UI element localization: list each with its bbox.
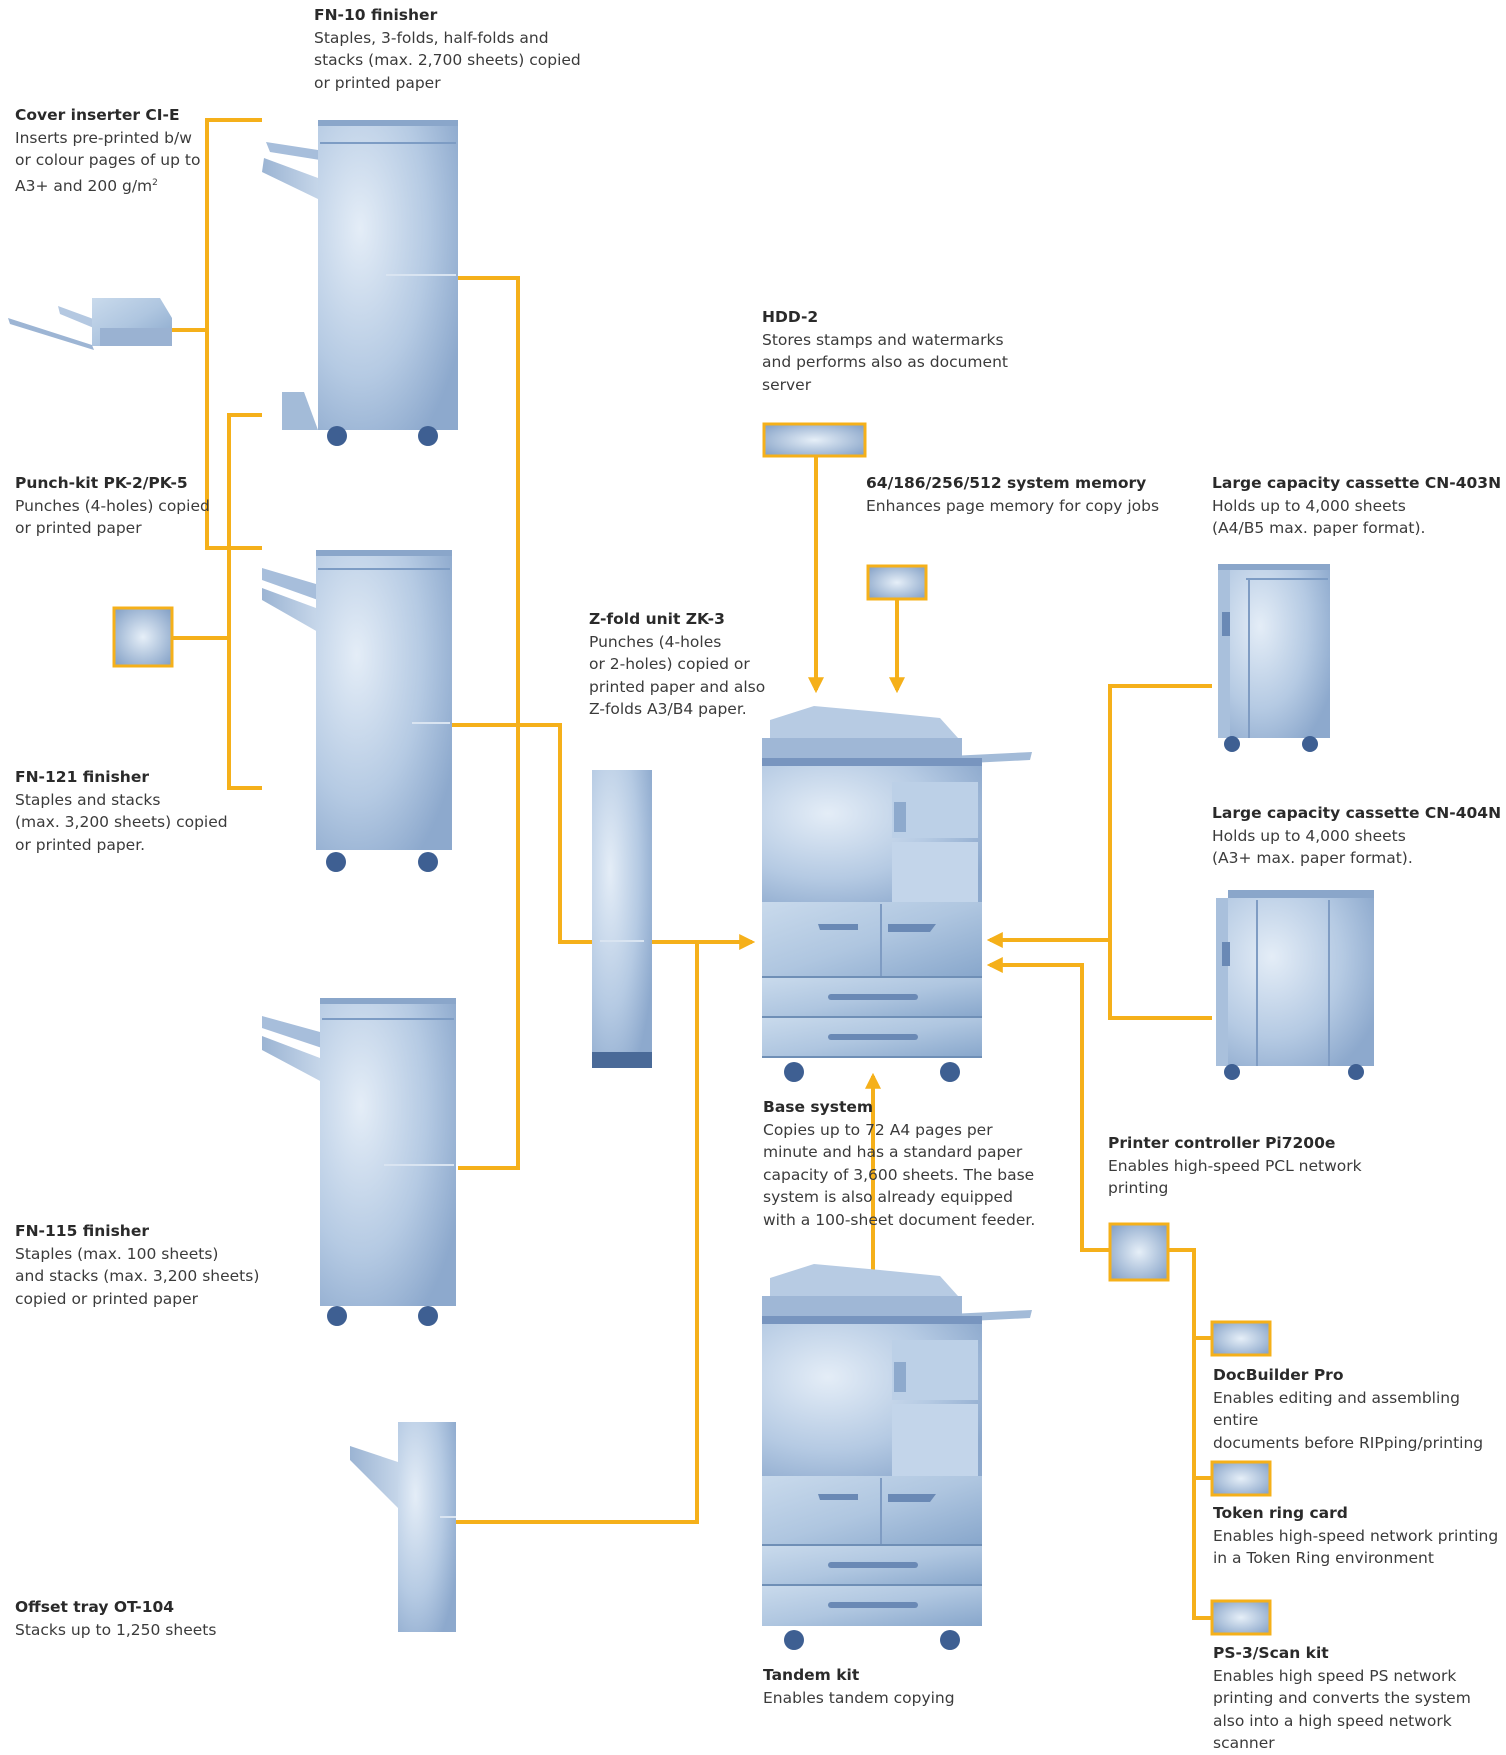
punch-kit-label: Punch-kit PK-2/PK-5 Punches (4-holes) co… <box>15 472 235 540</box>
tandem-title: Tandem kit <box>763 1666 860 1684</box>
printer-controller-title: Printer controller Pi7200e <box>1108 1134 1336 1152</box>
token-ring-module <box>1210 1460 1272 1497</box>
hdd-label: HDD-2 Stores stamps and watermarks and p… <box>762 306 1042 396</box>
printer-controller-label: Printer controller Pi7200e Enables high-… <box>1108 1132 1388 1200</box>
zfold-label: Z-fold unit ZK-3 Punches (4-holes or 2-h… <box>589 608 769 721</box>
fn10-title: FN-10 finisher <box>314 6 438 24</box>
ci-e-title: Cover inserter CI-E <box>15 106 180 124</box>
token-ring-title: Token ring card <box>1213 1504 1348 1522</box>
fn115-title: FN-115 finisher <box>15 1222 149 1240</box>
fn115-finisher-drawing <box>262 998 456 1326</box>
tandem-desc: Enables tandem copying <box>763 1688 955 1707</box>
fn10-label: FN-10 finisher Staples, 3-folds, half-fo… <box>314 4 634 94</box>
ci-e-label: Cover inserter CI-E Inserts pre-printed … <box>15 104 235 197</box>
base-system-label: Base system Copies up to 72 A4 pages per… <box>763 1096 1063 1231</box>
cassette-cn404-drawing <box>1216 890 1374 1080</box>
printer-controller-desc: Enables high-speed PCL network printing <box>1108 1156 1362 1198</box>
fn121-label: FN-121 finisher Staples and stacks (max.… <box>15 766 255 856</box>
ps3-label: PS-3/Scan kit Enables high speed PS netw… <box>1213 1642 1503 1755</box>
ci-e-desc: Inserts pre-printed b/w or colour pages … <box>15 128 201 195</box>
tandem-label: Tandem kit Enables tandem copying <box>763 1664 1023 1709</box>
docbuilder-module <box>1210 1320 1272 1357</box>
cassette-cn403-drawing <box>1218 564 1330 752</box>
printer-controller-module <box>1108 1222 1170 1282</box>
offset-tray-label: Offset tray OT-104 Stacks up to 1,250 sh… <box>15 1596 255 1641</box>
cn403-label: Large capacity cassette CN-403N Holds up… <box>1212 472 1502 540</box>
ps3-title: PS-3/Scan kit <box>1213 1644 1329 1662</box>
token-ring-desc: Enables high-speed network printing in a… <box>1213 1526 1499 1568</box>
zfold-desc: Punches (4-holes or 2-holes) copied or p… <box>589 632 766 719</box>
fn10-desc: Staples, 3-folds, half-folds and stacks … <box>314 28 581 92</box>
cover-inserter-drawing <box>8 298 172 350</box>
punch-kit-module <box>112 606 174 668</box>
zfold-unit-drawing <box>592 770 652 1068</box>
tandem-system-drawing <box>762 1264 1032 1650</box>
docbuilder-label: DocBuilder Pro Enables editing and assem… <box>1213 1364 1503 1454</box>
hdd-module <box>762 422 867 458</box>
memory-module <box>866 564 928 601</box>
cn404-title: Large capacity cassette CN-404N <box>1212 804 1502 822</box>
base-system-drawing <box>762 706 1032 1082</box>
cn404-desc: Holds up to 4,000 sheets (A3+ max. paper… <box>1212 826 1413 868</box>
offset-tray-title: Offset tray OT-104 <box>15 1598 175 1616</box>
offset-tray-desc: Stacks up to 1,250 sheets <box>15 1620 217 1639</box>
memory-desc: Enhances page memory for copy jobs <box>866 496 1160 515</box>
fn121-desc: Staples and stacks (max. 3,200 sheets) c… <box>15 790 228 854</box>
ps3-desc: Enables high speed PS network printing a… <box>1213 1666 1471 1753</box>
fn121-title: FN-121 finisher <box>15 768 149 786</box>
cn403-title: Large capacity cassette CN-403N <box>1212 474 1502 492</box>
fn121-finisher-drawing <box>262 550 452 872</box>
zfold-title: Z-fold unit ZK-3 <box>589 610 725 628</box>
memory-label: 64/186/256/512 system memory Enhances pa… <box>866 472 1166 517</box>
docbuilder-title: DocBuilder Pro <box>1213 1366 1344 1384</box>
cn404-label: Large capacity cassette CN-404N Holds up… <box>1212 802 1502 870</box>
connector-lines <box>172 118 1212 1620</box>
hdd-title: HDD-2 <box>762 308 819 326</box>
base-system-title: Base system <box>763 1098 874 1116</box>
base-system-desc: Copies up to 72 A4 pages per minute and … <box>763 1120 1036 1229</box>
offset-tray-drawing <box>350 1422 456 1632</box>
fn115-label: FN-115 finisher Staples (max. 100 sheets… <box>15 1220 275 1310</box>
punch-kit-desc: Punches (4-holes) copied or printed pape… <box>15 496 210 538</box>
fn115-desc: Staples (max. 100 sheets) and stacks (ma… <box>15 1244 260 1308</box>
hdd-desc: Stores stamps and watermarks and perform… <box>762 330 1008 394</box>
fn10-finisher-drawing <box>262 120 458 446</box>
token-ring-label: Token ring card Enables high-speed netwo… <box>1213 1502 1503 1570</box>
ps3-module <box>1210 1599 1272 1636</box>
memory-title: 64/186/256/512 system memory <box>866 474 1147 492</box>
docbuilder-desc: Enables editing and assembling entire do… <box>1213 1388 1484 1452</box>
cn403-desc: Holds up to 4,000 sheets (A4/B5 max. pap… <box>1212 496 1426 538</box>
punch-kit-title: Punch-kit PK-2/PK-5 <box>15 474 188 492</box>
